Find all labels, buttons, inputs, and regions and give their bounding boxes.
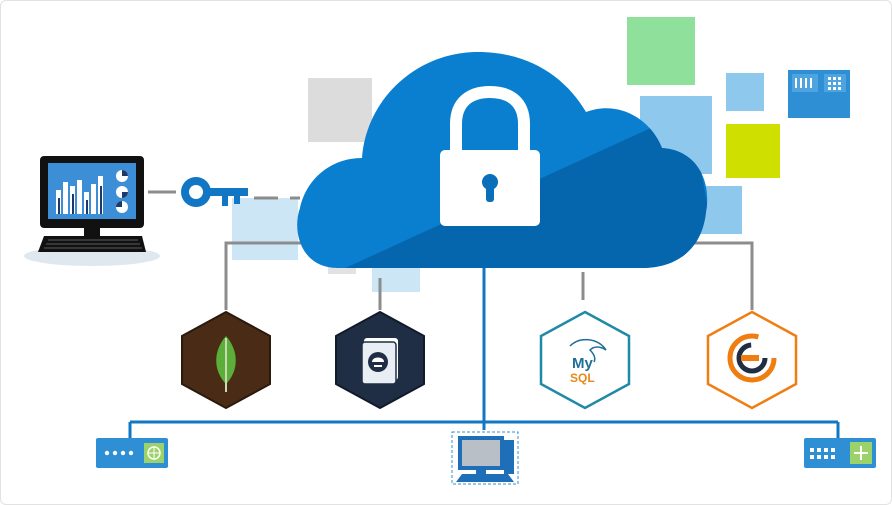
gray-connectors: [148, 190, 754, 310]
deco-square-blue-a: [726, 73, 764, 111]
circular-sync-icon: [706, 310, 798, 410]
desktop-monitor-icon: [24, 156, 160, 266]
deco-square-green: [627, 17, 695, 85]
network-hub-icon: [804, 438, 876, 468]
mysql-dolphin-icon: My SQL: [539, 310, 631, 410]
deco-square-lightblue-left: [232, 198, 298, 260]
deco-square-gray-top: [308, 78, 372, 142]
key-icon: [181, 177, 248, 207]
padlock-icon: [440, 85, 540, 226]
deco-square-lime: [726, 124, 780, 178]
mysql-sql-label: SQL: [570, 371, 595, 385]
network-switch-icon: [96, 438, 168, 468]
database-book-icon: [335, 310, 425, 410]
server-rack-icon: [788, 70, 850, 118]
mongodb-leaf-icon: [181, 310, 271, 410]
desktop-computer-icon: [451, 431, 519, 485]
mysql-my-label: My: [572, 355, 593, 372]
